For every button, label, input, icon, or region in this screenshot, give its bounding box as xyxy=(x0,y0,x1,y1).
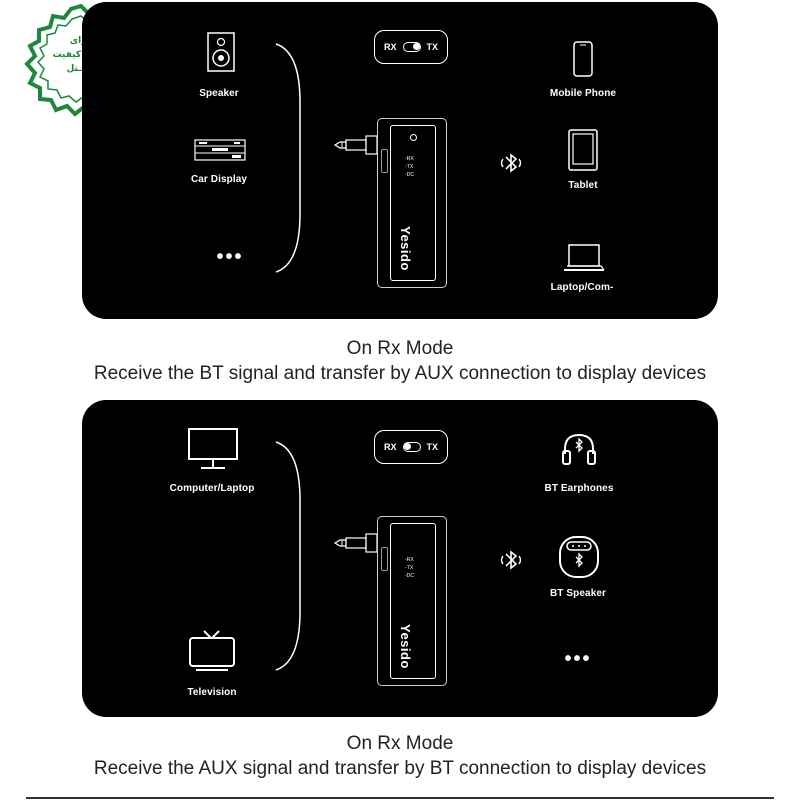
monitor-icon xyxy=(187,427,239,476)
rx-mode-diagram-panel: Speaker Car Display ••• RX TX xyxy=(82,2,718,319)
headphones-icon xyxy=(561,432,597,471)
grouping-bracket xyxy=(272,42,302,279)
caption-2-subtitle: Receive the AUX signal and transfer by B… xyxy=(93,758,707,779)
caption-1-subtitle: Receive the BT signal and transfer by AU… xyxy=(93,363,707,384)
device-label-television: Television xyxy=(187,687,237,698)
device-front-panel: ◦RX ◦TX ◦DC Yesido xyxy=(390,523,436,679)
caption-1-title: On Rx Mode xyxy=(346,338,454,359)
device-label-laptop: Laptop/Com- xyxy=(550,282,614,293)
toggle-rx-label: RX xyxy=(384,42,397,52)
tablet-icon xyxy=(568,129,598,176)
device-label-tablet: Tablet xyxy=(568,180,598,191)
toggle-rx-label: RX xyxy=(384,442,397,452)
laptop-icon xyxy=(563,243,605,278)
toggle-switch-icon xyxy=(403,42,421,52)
indicator-labels: ◦RX ◦TX ◦DC xyxy=(405,557,414,579)
status-led-icon xyxy=(410,134,417,141)
grouping-bracket xyxy=(272,440,302,677)
car-display-icon xyxy=(194,139,246,166)
television-icon xyxy=(188,628,236,677)
device-label-computer-laptop: Computer/Laptop xyxy=(169,483,255,494)
indicator-labels: ◦RX ◦TX ◦DC xyxy=(405,156,414,178)
tx-mode-diagram-panel: Computer/Laptop Television RX TX xyxy=(82,400,718,717)
rx-tx-mode-switch: RX TX xyxy=(374,430,448,464)
bluetooth-adapter-device: ◦RX ◦TX ◦DC Yesido xyxy=(377,118,447,288)
mobile-phone-icon xyxy=(573,41,593,82)
toggle-tx-label: TX xyxy=(426,442,438,452)
device-label-speaker: Speaker xyxy=(199,88,239,99)
device-label-car-display: Car Display xyxy=(190,174,248,185)
rx-tx-mode-switch: RX TX xyxy=(374,30,448,64)
device-label-bt-speaker: BT Speaker xyxy=(549,588,607,599)
aux-plug-icon xyxy=(333,530,378,561)
aux-plug-icon xyxy=(333,132,378,163)
bluetooth-adapter-device: ◦RX ◦TX ◦DC Yesido xyxy=(377,516,447,686)
brand-logo: Yesido xyxy=(398,226,413,271)
bluetooth-signal-icon xyxy=(498,150,524,181)
brand-logo: Yesido xyxy=(398,624,413,669)
toggle-tx-label: TX xyxy=(426,42,438,52)
device-side-button xyxy=(381,547,388,571)
device-label-mobile-phone: Mobile Phone xyxy=(549,88,617,99)
device-side-button xyxy=(381,149,388,173)
more-devices-dots: ••• xyxy=(564,648,592,670)
bt-speaker-icon xyxy=(558,535,600,584)
more-devices-dots: ••• xyxy=(216,246,244,268)
bluetooth-signal-icon xyxy=(498,547,524,578)
toggle-switch-icon xyxy=(403,442,421,452)
device-label-bt-earphones: BT Earphones xyxy=(544,483,614,494)
bottom-divider xyxy=(26,797,774,799)
seal-line-3: جیـــتل xyxy=(47,62,117,74)
caption-2-title: On Rx Mode xyxy=(346,733,454,754)
speaker-icon xyxy=(207,32,235,77)
device-front-panel: ◦RX ◦TX ◦DC Yesido xyxy=(390,125,436,281)
